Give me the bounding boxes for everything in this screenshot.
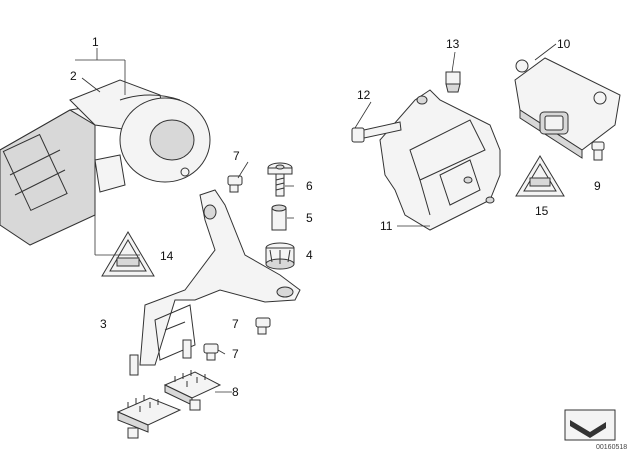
sensor-10 bbox=[514, 57, 621, 159]
bolt-lower bbox=[203, 343, 219, 361]
sleeve bbox=[271, 204, 287, 231]
callout-5: 5 bbox=[306, 211, 313, 225]
rubber-mounts bbox=[116, 370, 222, 439]
bolt-right bbox=[255, 317, 271, 335]
callout-12: 12 bbox=[357, 88, 371, 102]
callout-7-right: 7 bbox=[232, 317, 239, 331]
bracket bbox=[139, 189, 301, 366]
callout-1: 1 bbox=[92, 35, 99, 49]
warning-triangle-15 bbox=[515, 155, 565, 197]
image-reference: 00160518 bbox=[564, 409, 627, 451]
warning-triangle-14 bbox=[101, 231, 155, 277]
bolt-upper bbox=[227, 175, 243, 193]
callout-6: 6 bbox=[306, 179, 313, 193]
leader-lines bbox=[75, 43, 557, 393]
callout-15: 15 bbox=[535, 204, 549, 218]
hydraulic-unit bbox=[0, 79, 211, 246]
callout-4: 4 bbox=[306, 248, 313, 262]
callout-7-upper: 7 bbox=[233, 149, 240, 163]
callout-labels: 1 2 14 3 7 6 5 4 7 7 8 13 10 12 9 15 11 bbox=[70, 35, 601, 399]
callout-7-lower: 7 bbox=[232, 347, 239, 361]
right-bracket bbox=[379, 89, 501, 231]
callout-8: 8 bbox=[232, 385, 239, 399]
callout-14: 14 bbox=[160, 249, 174, 263]
damper bbox=[265, 242, 295, 270]
bracket-studs bbox=[129, 339, 192, 376]
bolt-12 bbox=[351, 121, 402, 143]
screw-9 bbox=[591, 141, 605, 161]
callout-3: 3 bbox=[100, 317, 107, 331]
callout-10: 10 bbox=[557, 37, 571, 51]
callout-11: 11 bbox=[380, 219, 393, 233]
callout-9: 9 bbox=[594, 179, 601, 193]
callout-13: 13 bbox=[446, 37, 460, 51]
screw bbox=[267, 162, 293, 197]
callout-2: 2 bbox=[70, 69, 77, 83]
image-reference-number: 00160518 bbox=[596, 444, 627, 451]
clip-13 bbox=[445, 71, 461, 93]
